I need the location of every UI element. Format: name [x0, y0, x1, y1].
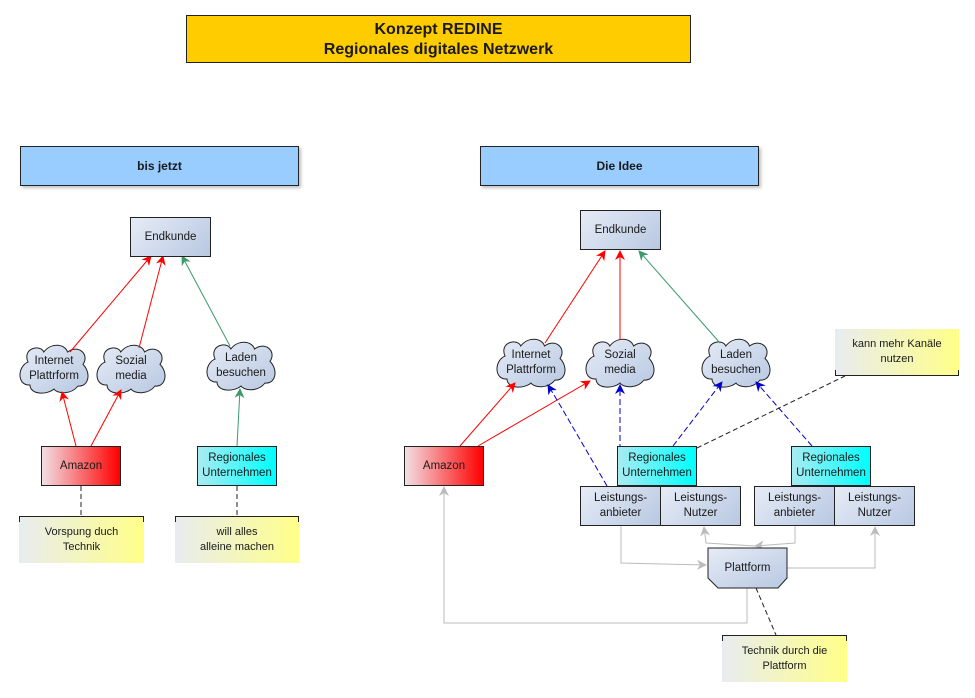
arrow-amazon-to-sozial-right: [477, 380, 591, 447]
label-line: Unternehmen: [202, 467, 272, 479]
arrow-regional1-to-laden: [672, 381, 723, 447]
label-line: Plattform: [762, 660, 807, 672]
sozial-cloud-shape-right: [585, 338, 655, 388]
leistungsnutzer-node-1: Leistungs- Nutzer: [660, 486, 741, 526]
label-line: Nutzer: [857, 507, 892, 519]
arrow-anbieter2-to-plattform: [754, 526, 796, 551]
endkunde-node-left: Endkunde: [130, 217, 211, 257]
arrow-anbieter1-to-internet: [547, 384, 608, 487]
leistungsanbieter-node-2: Leistungs-anbieter: [754, 486, 835, 526]
arrow-internet-to-endkunde: [69, 255, 152, 353]
leistungsanbieter-node-1: Leistungs-anbieter: [580, 486, 661, 526]
label-line: anbieter: [599, 507, 642, 519]
label-line: Nutzer: [683, 507, 718, 519]
arrow-laden-to-endkunde: [181, 255, 231, 347]
arrow-internet-to-endkunde-right: [544, 250, 606, 344]
sozial-cloud-shape-left: [96, 344, 166, 394]
arrow-regional2-to-laden: [755, 381, 813, 447]
label-line: Leistungs-: [847, 492, 902, 504]
label-line: Vorspung duch: [44, 526, 119, 538]
amazon-node-right: Amazon: [404, 446, 484, 486]
title-line-1: Konzept REDINE: [374, 21, 503, 38]
internet-cloud-shape-left: [19, 344, 89, 394]
arrow-laden-to-endkunde-right: [638, 250, 721, 344]
arrow-amazon-to-internet: [59, 391, 77, 447]
laden-cloud-shape-left: [206, 341, 276, 391]
note-kann-mehr-kanaele: kann mehr Kanäle nutzen: [835, 329, 959, 376]
arrow-amazon-to-internet-right: [459, 382, 516, 447]
plattform-shape: [707, 547, 788, 589]
label-line: Regionales: [208, 452, 266, 464]
label-line: Regionales: [802, 452, 860, 464]
label-line: Leistungs-: [593, 492, 648, 504]
title-line-2: Regionales digitales Netzwerk: [323, 41, 554, 58]
internet-cloud-shape-right: [496, 338, 566, 388]
label-line: Technik durch die: [741, 645, 828, 657]
arrow-plattform-to-amazon: [439, 486, 748, 624]
label-line: Leistungs-: [767, 492, 822, 504]
endkunde-node-right: Endkunde: [580, 210, 661, 250]
note-will-alles-alleine: will alles alleine machen: [175, 516, 299, 563]
leistungsnutzer-node-2: Leistungs- Nutzer: [834, 486, 915, 526]
arrow-plattform-to-nutzer1: [700, 526, 756, 547]
section-header-die-idee: Die Idee: [480, 146, 759, 186]
laden-cloud-shape-right: [701, 338, 771, 388]
note-link-technik: [755, 587, 777, 636]
label-line: nutzen: [880, 353, 914, 365]
node-label: Amazon: [59, 459, 103, 472]
label-line: Unternehmen: [622, 467, 692, 479]
note-link-kanaele: [696, 375, 846, 449]
label-line: Unternehmen: [796, 467, 866, 479]
label-line: will alles: [216, 526, 258, 538]
node-label: Endkunde: [144, 230, 197, 243]
arrow-amazon-to-sozial: [90, 389, 122, 447]
diagram-title: Konzept REDINE Regionales digitales Netz…: [186, 15, 691, 63]
node-label: Endkunde: [594, 223, 647, 236]
node-label: Amazon: [422, 459, 466, 472]
label-line: anbieter: [773, 507, 816, 519]
label-line: kann mehr Kanäle: [852, 338, 942, 350]
label-line: Technik: [62, 541, 101, 553]
label-line: Leistungs-: [673, 492, 728, 504]
amazon-node-left: Amazon: [41, 446, 121, 486]
section-header-label: bis jetzt: [137, 159, 182, 173]
section-header-bis-jetzt: bis jetzt: [20, 146, 299, 186]
arrow-anbieter1-to-plattform: [620, 526, 707, 570]
arrow-regional-to-laden: [234, 388, 245, 447]
arrow-plattform-to-nutzer2: [786, 526, 880, 569]
label-line: Regionales: [628, 452, 686, 464]
section-header-label: Die Idee: [596, 159, 643, 173]
arrow-sozial-to-endkunde: [138, 255, 166, 349]
label-line: alleine machen: [200, 541, 274, 553]
